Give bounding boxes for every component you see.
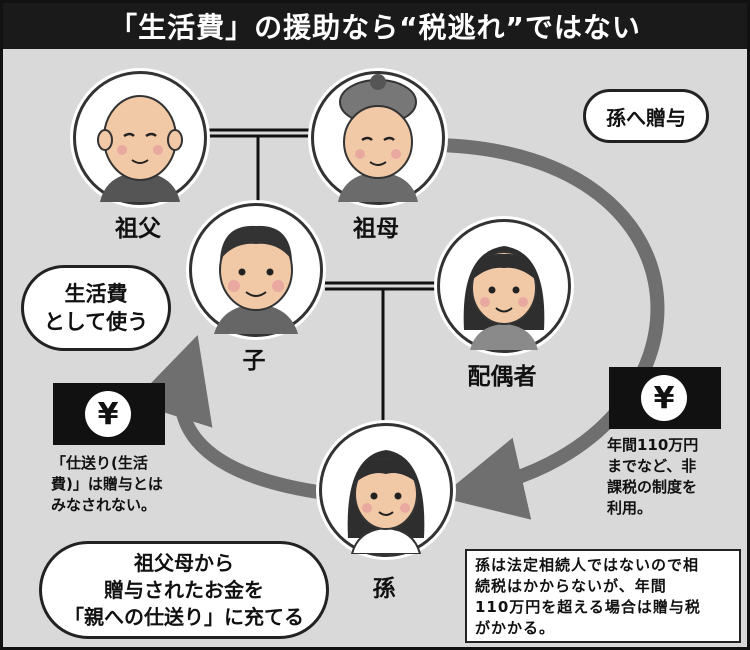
infobox-line1: 孫は法定相続人ではないので相 [475, 556, 700, 574]
allowance-line1: 祖父母から [134, 550, 234, 575]
allowance-line2: 贈与されたお金を [104, 577, 264, 602]
yen-coin-icon: ¥ [85, 391, 131, 437]
grandfather-label: 祖父 [115, 216, 161, 242]
gift-to-grandchild-text: 孫へ贈与 [606, 105, 686, 130]
family-tree-lines [203, 128, 443, 428]
tax-exemption-note-line2: までなど、非 [607, 457, 697, 475]
grandmother-illustration [338, 74, 418, 202]
infobox-line4: がかかる。 [475, 619, 556, 637]
grandchild-portrait [319, 423, 453, 557]
allowance-bubble: 祖父母から 贈与されたお金を 「親への仕送り」に充てる [39, 541, 329, 639]
grandmother-label: 祖母 [353, 216, 399, 242]
yen-coin-icon: ¥ [641, 375, 687, 421]
gift-flow-arrow [437, 138, 665, 520]
allowance-note-line2: 費)」は贈与とは [51, 475, 163, 493]
spouse-portrait [437, 219, 571, 353]
allowance-line3: 「親への仕送り」に充てる [64, 604, 304, 629]
yen-bill-left: ¥ [53, 383, 165, 445]
child-portrait [189, 203, 323, 337]
page-title: 「生活費」の援助なら“税逃れ”ではない [3, 3, 747, 49]
allowance-note: 「仕送り(生活 費)」は贈与とは みなされない。 [51, 453, 163, 516]
grandchild-label: 孫 [372, 576, 396, 602]
infobox-line2: 続税はかからないが、年間 [475, 577, 667, 595]
yen-bill-right: ¥ [609, 367, 721, 429]
spouse-illustration [463, 246, 545, 350]
grandchild-illustration [347, 450, 425, 554]
allowance-note-line1: 「仕送り(生活 [51, 454, 148, 472]
living-expenses-bubble: 生活費 として使う [21, 265, 171, 351]
allowance-flow-arrow [132, 334, 326, 500]
child-label: 子 [242, 348, 266, 374]
child-illustration [214, 225, 298, 334]
gift-to-grandchild-bubble: 孫へ贈与 [583, 89, 709, 143]
living-expenses-line2: として使う [43, 310, 149, 334]
grandmother-portrait [311, 71, 445, 205]
living-expenses-line1: 生活費 [64, 282, 128, 306]
tax-exemption-note-line1: 年間110万円 [607, 436, 699, 454]
inheritance-tax-infobox: 孫は法定相続人ではないので相 続税はかからないが、年間 110万円を超える場合は… [465, 549, 741, 643]
spouse-label: 配偶者 [467, 364, 537, 390]
tax-exemption-note-line3: 課税の制度を [607, 478, 698, 496]
grandfather-portrait [73, 71, 207, 205]
infobox-line3: 110万円を超える場合は贈与税 [475, 598, 701, 616]
tax-exemption-note: 年間110万円 までなど、非 課税の制度を 利用。 [607, 435, 698, 519]
allowance-note-line3: みなされない。 [51, 496, 157, 514]
connections-layer [132, 128, 665, 520]
grandfather-illustration [97, 95, 183, 202]
tax-exemption-note-line4: 利用。 [607, 499, 653, 517]
